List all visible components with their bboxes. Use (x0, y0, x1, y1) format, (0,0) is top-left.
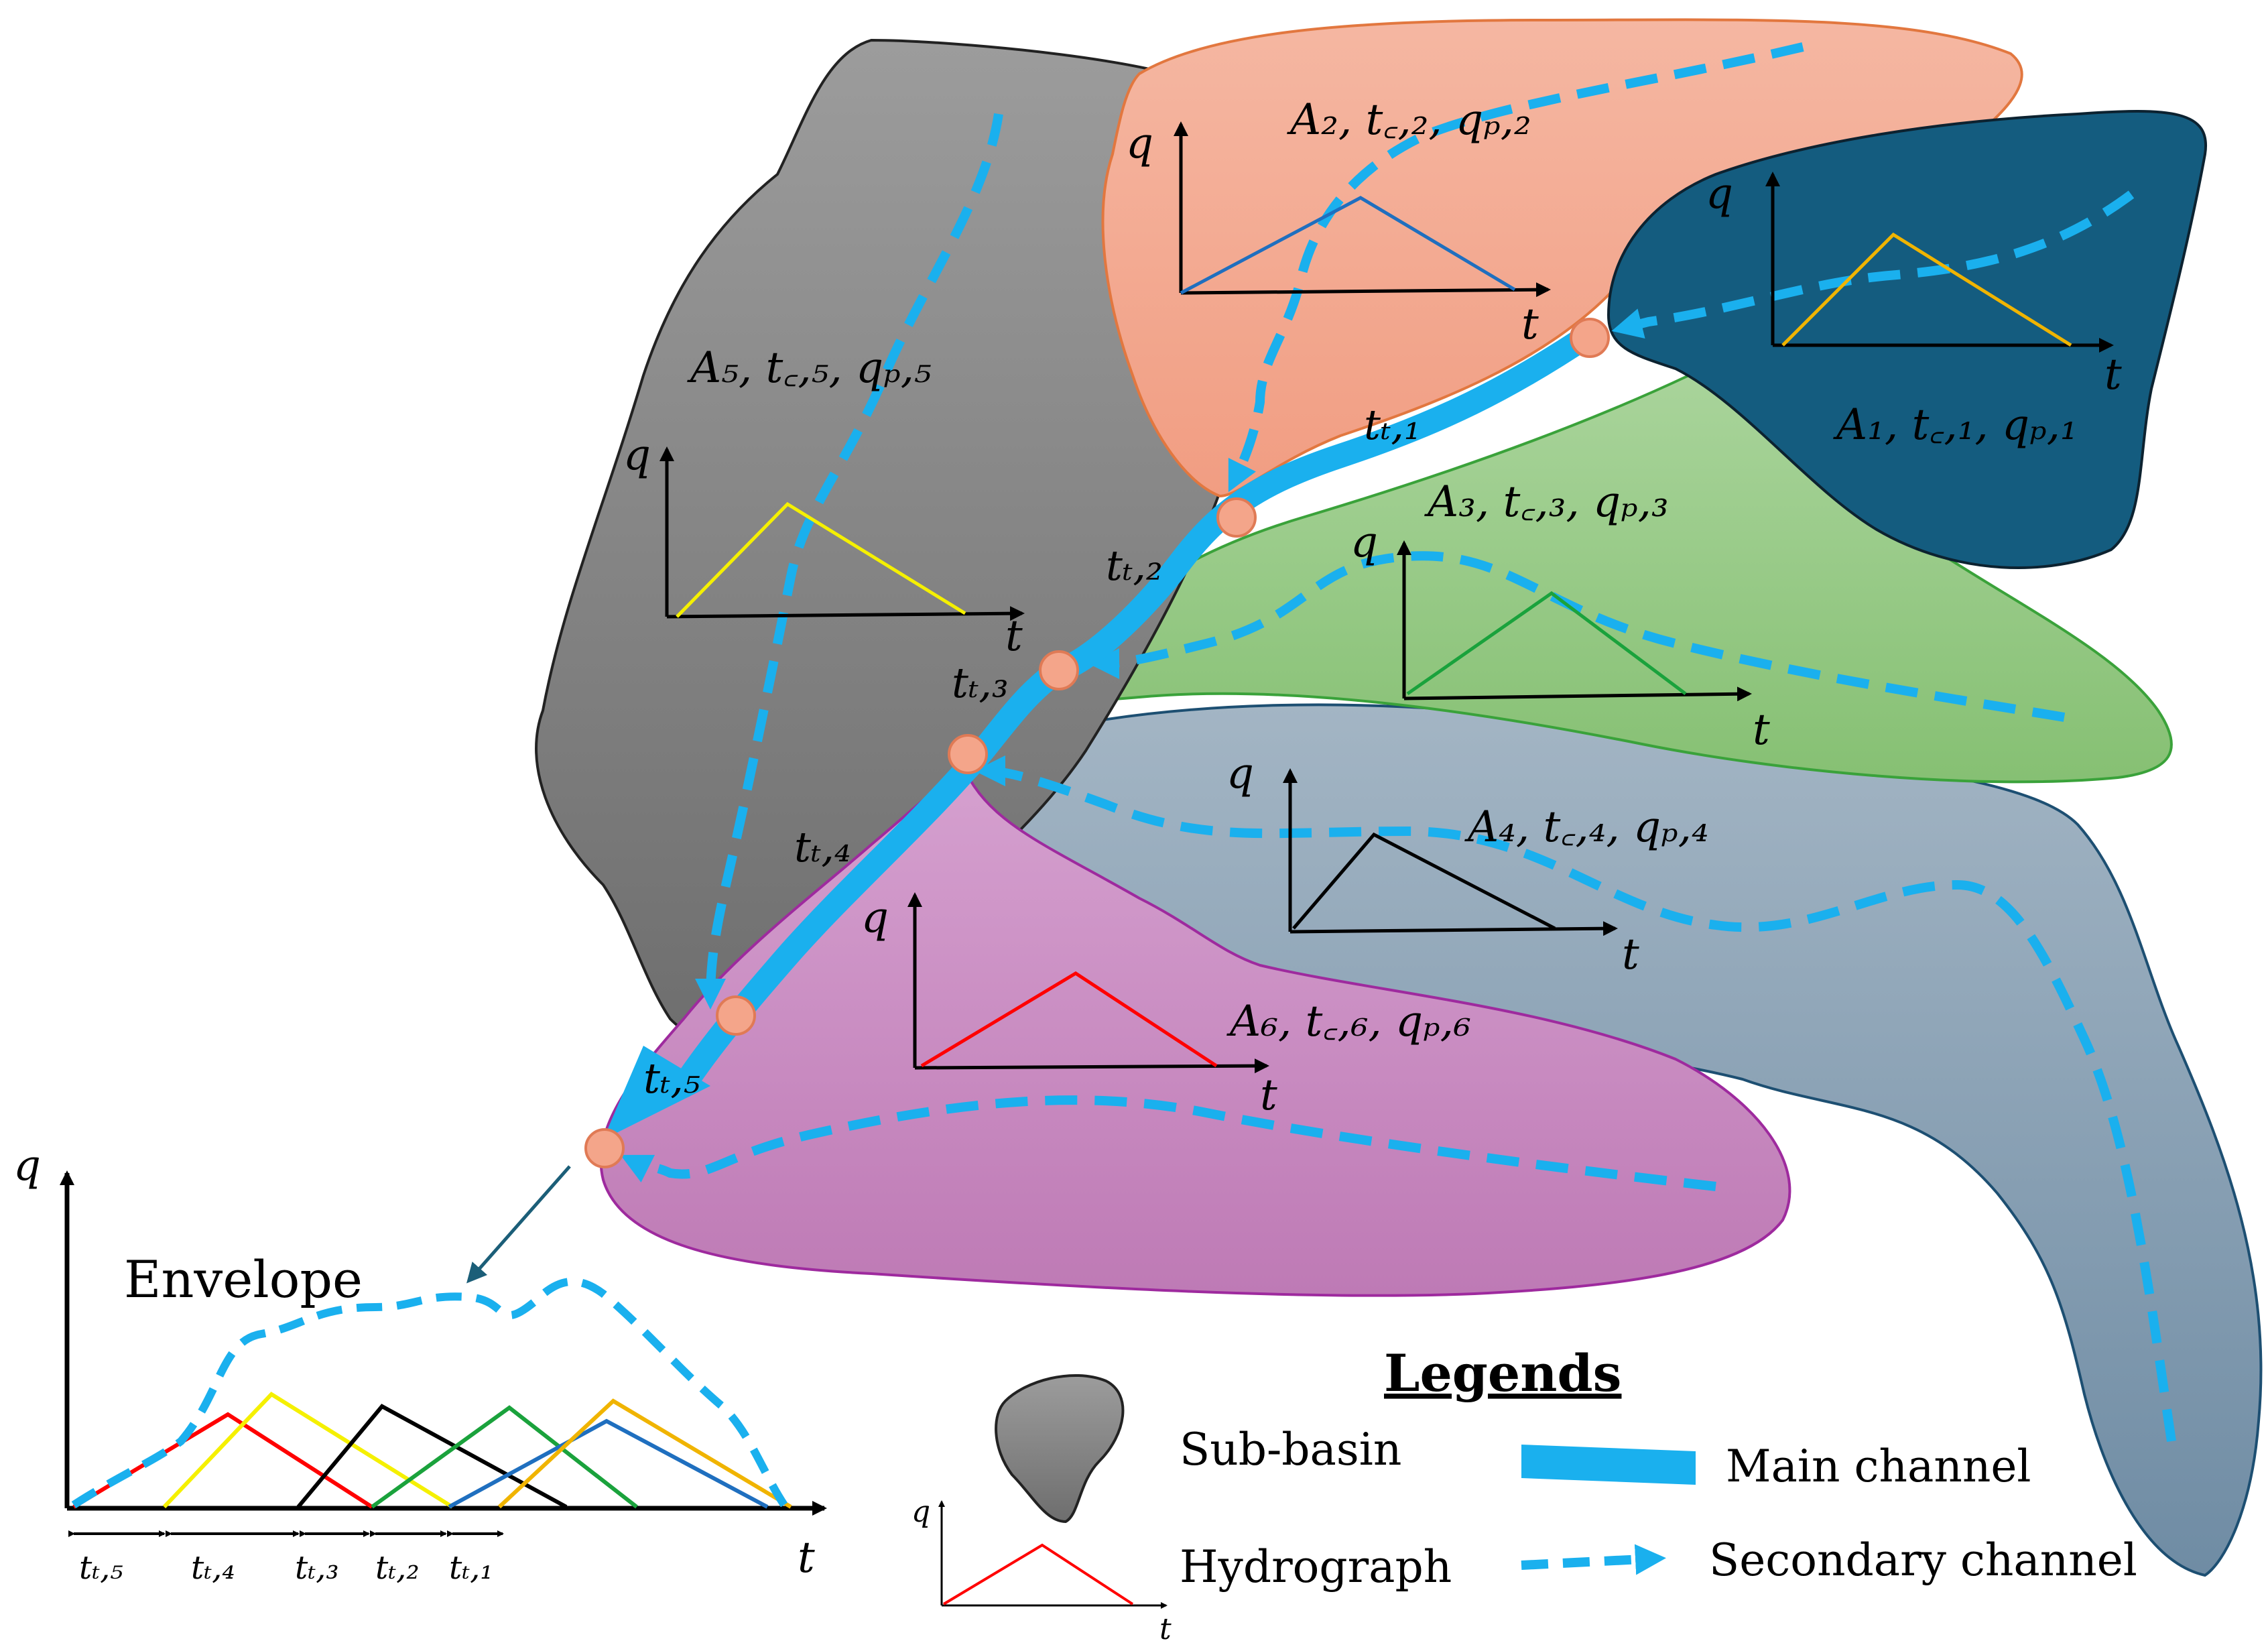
subbasin-4-label: A₄, t꜀,₄, qₚ,₄ (1464, 802, 1709, 852)
envelope-hydrograph-1 (497, 1398, 792, 1509)
legend: Legends Sub-basin q t Hydrograph Main ch… (911, 1343, 2137, 1646)
envelope-label: Envelope (124, 1249, 363, 1309)
hydrograph-2-q-label: q (1126, 119, 1153, 168)
envelope-interval-label-4: tₜ,₄ (191, 1549, 235, 1587)
envelope-hydrograph-5 (162, 1392, 454, 1509)
subbasin-1-label: A₁, t꜀,₁, qₚ,₁ (1833, 400, 2078, 450)
envelope-hydrograph-2 (448, 1418, 769, 1509)
hydrograph-2-t-label: t (1521, 300, 1539, 349)
legend-secondary-channel-label: Secondary channel (1709, 1534, 2137, 1586)
envelope-t-label: t (798, 1533, 815, 1583)
envelope-interval-label-5: tₜ,₅ (79, 1549, 123, 1587)
subbasin-6-shape (599, 769, 1791, 1297)
subbasin-1-shape (1606, 110, 2208, 569)
legend-hydrograph-t-label: t (1159, 1612, 1172, 1646)
hydrograph-6-t-label: t (1260, 1071, 1277, 1120)
outlet-nodes (584, 318, 1610, 1168)
hydrograph-3-q-label: q (1350, 517, 1378, 567)
subbasin-2-label: A₂, t꜀,₂, qₚ,₂ (1287, 95, 1531, 145)
hydrograph-1-t-label: t (2104, 350, 2122, 400)
travel-time-3-label: tₜ,₃ (952, 658, 1009, 707)
secondary-channel-5 (695, 113, 1003, 1010)
envelope-hydrograph-3 (371, 1405, 638, 1509)
legend-main-channel-swatch (1521, 1445, 1696, 1485)
legend-hydrograph-q-label: q (911, 1495, 930, 1529)
secondary-channel-1 (1611, 190, 2135, 339)
subbasin-3-label: A₃, t꜀,₃, qₚ,₃ (1424, 477, 1669, 527)
envelope-connector-arrow (466, 1165, 571, 1284)
subbasin-5-label: A₅, t꜀,₅, qₚ,₅ (687, 343, 932, 393)
envelope-chart: q t Envelope tₜ,₅ tₜ,₄ tₜ,₃ tₜ,₂ tₜ,₁ (13, 1141, 827, 1587)
travel-time-1-label: tₜ,₁ (1364, 400, 1421, 449)
envelope-interval-label-1: tₜ,₁ (449, 1549, 493, 1587)
legend-hydrograph-swatch: q t (911, 1495, 1172, 1646)
legend-subbasin-swatch (995, 1374, 1125, 1524)
main-channel-arrowhead (603, 1046, 710, 1140)
outlet-node-5 (716, 995, 756, 1036)
outlet-node-1 (1570, 318, 1610, 358)
subbasin-6-label: A₆, t꜀,₆, qₚ,₆ (1226, 997, 1471, 1046)
legend-hydrograph-label: Hydrograph (1180, 1541, 1452, 1593)
legend-subbasin-label: Sub-basin (1180, 1424, 1401, 1475)
hydrograph-4: q t (1226, 749, 1639, 979)
outlet-node-4 (948, 734, 988, 774)
outlet-node-2 (1216, 497, 1257, 538)
hydrograph-3-t-label: t (1753, 705, 1770, 755)
hydrograph-5-q-label: q (623, 430, 651, 480)
hydrograph-6: q t (861, 892, 1277, 1120)
hydrograph-1-q-label: q (1706, 169, 1733, 219)
hydrograph-1: q t (1706, 169, 2122, 400)
secondary-channel-6 (620, 1095, 1716, 1191)
envelope-interval-label-2: tₜ,₂ (375, 1549, 420, 1587)
hydrograph-6-q-label: q (861, 893, 889, 942)
envelope-curve (71, 1277, 788, 1509)
hydrograph-4-q-label: q (1226, 749, 1254, 798)
hydrograph-4-t-label: t (1622, 930, 1639, 979)
subbasin-3-shape (1044, 369, 2173, 784)
legend-main-channel-label: Main channel (1726, 1441, 2031, 1492)
hydrograph-5: q t (623, 430, 1025, 661)
hydrograph-5-t-label: t (1005, 611, 1023, 661)
legend-secondary-channel-swatch (1521, 1544, 1666, 1575)
envelope-q-label: q (13, 1141, 41, 1191)
secondary-channel-4 (974, 755, 2176, 1443)
envelope-interval-label-3: tₜ,₃ (295, 1549, 339, 1587)
hydrograph-3: q t (1350, 517, 1770, 755)
outlet-node-6 (584, 1128, 625, 1168)
legend-title: Legends (1384, 1343, 1621, 1403)
envelope-hydrograph-4 (296, 1404, 568, 1509)
secondary-channel-3 (1088, 551, 2066, 722)
travel-time-4-label: tₜ,₄ (794, 822, 851, 871)
outlet-node-3 (1039, 650, 1079, 690)
travel-time-2-label: tₜ,₂ (1106, 541, 1163, 590)
hydrograph-2: q t (1126, 119, 1551, 349)
travel-time-5-label: tₜ,₅ (643, 1054, 700, 1103)
